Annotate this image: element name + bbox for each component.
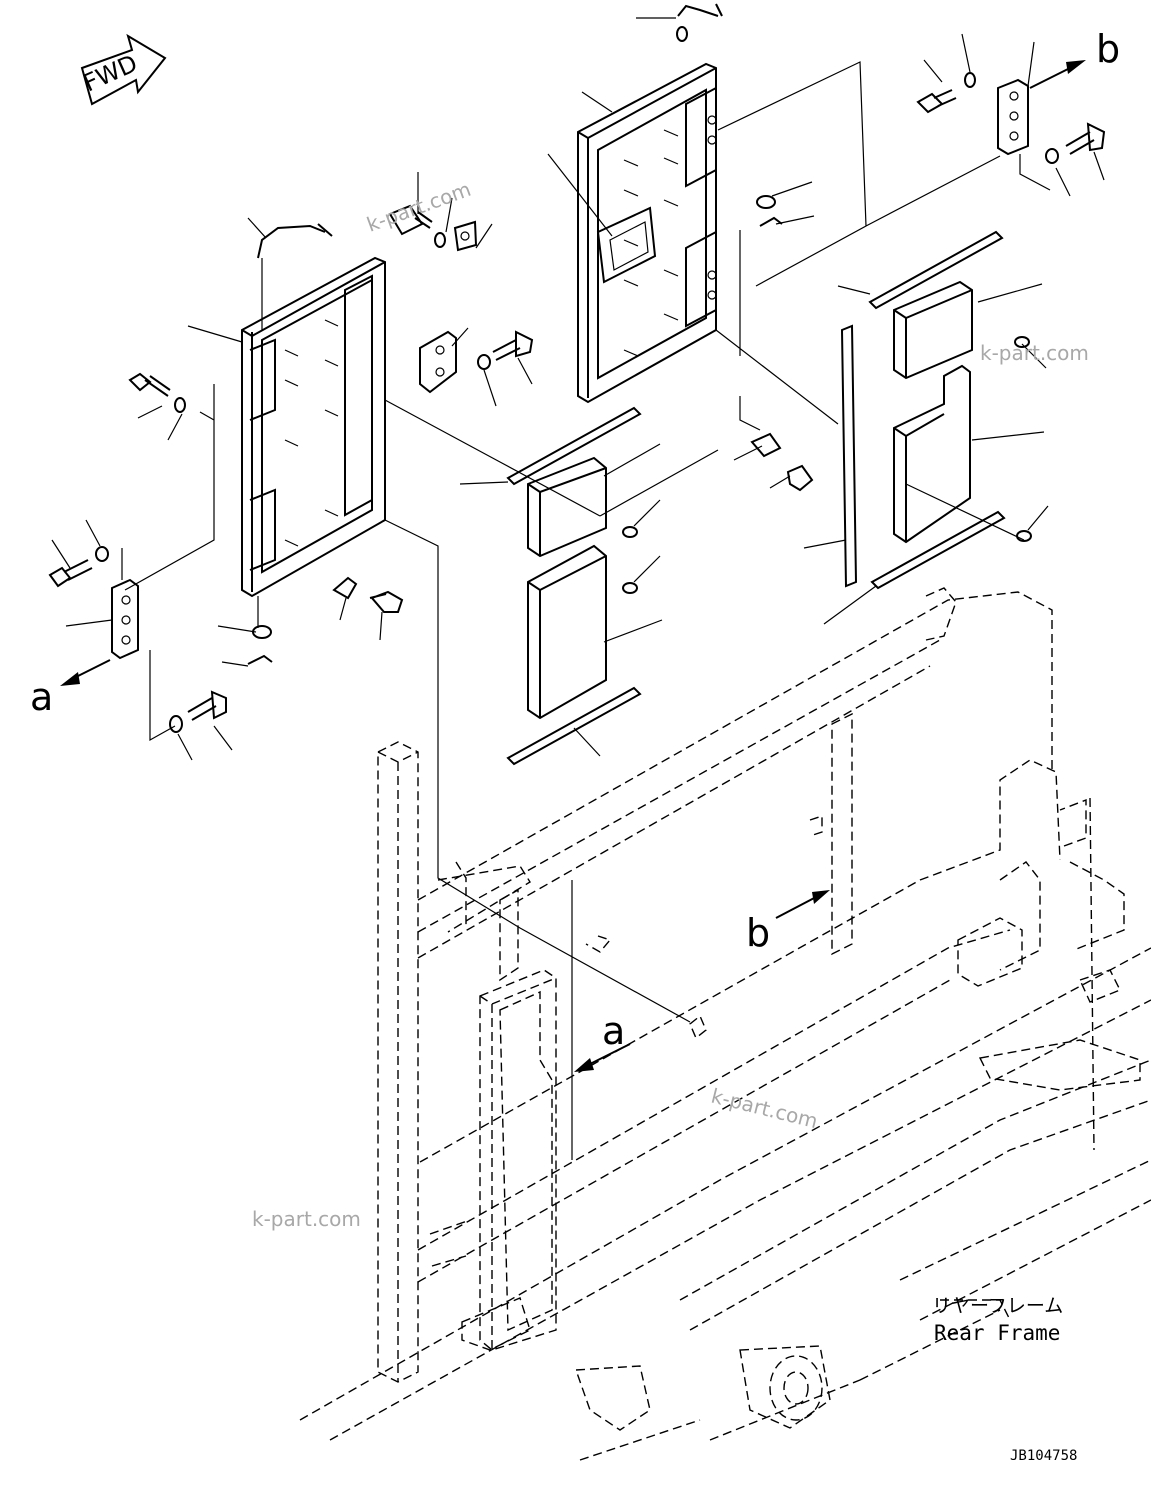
rear-frame-label-en: Rear Frame [934, 1321, 1060, 1345]
latch-left [247, 576, 404, 665]
lock-rod-right [676, 3, 723, 42]
leader-lines [51, 17, 1105, 1160]
grommet-4 [1016, 530, 1032, 542]
grommet-1 [622, 526, 638, 538]
view-arrow-a-frame: a [574, 1009, 631, 1072]
right-hinge-plate [916, 72, 1106, 164]
view-arrow-b-frame: b [746, 890, 830, 955]
seal-strip-right-bottom [870, 510, 1006, 590]
seal-strip-center-top [506, 406, 642, 486]
seal-strip-right-top [868, 230, 1004, 310]
latch-right [750, 195, 814, 492]
callout-a-top: a [30, 675, 53, 719]
bolt-left-upper [128, 372, 186, 413]
grommet-3 [1014, 336, 1030, 348]
bolt-left-mid [48, 546, 109, 588]
callout-b-frame: b [746, 911, 770, 955]
view-arrow-a-top: a [30, 659, 111, 719]
watermark-4: k-part.com [252, 1207, 361, 1231]
drawing-number: JB104758 [1010, 1448, 1077, 1464]
watermark-3: k-part.com [709, 1084, 820, 1134]
foam-block-right-upper [893, 280, 973, 380]
foam-block-right-lower [893, 364, 971, 544]
rear-frame [299, 587, 1151, 1461]
rear-frame-label-jp: リヤーフレーム [932, 1295, 1063, 1317]
seal-strip-right-vertical [840, 324, 858, 588]
view-arrow-b-top: b [1029, 27, 1120, 89]
bolt-left-lower [169, 690, 227, 733]
callout-b-top: b [1096, 27, 1120, 71]
top-right-panel [577, 62, 717, 404]
left-side-panel [241, 256, 386, 598]
lock-rod-left [257, 223, 333, 259]
left-hinge-plate [111, 578, 139, 660]
foam-block-center-upper [527, 456, 607, 558]
grommet-2 [622, 582, 638, 594]
hinge-bracket-upper [388, 204, 478, 252]
fwd-arrow: FWD [79, 33, 167, 106]
watermark-2: k-part.com [980, 341, 1089, 365]
seal-strip-center-bottom [506, 686, 642, 766]
fwd-label: FWD [79, 49, 142, 97]
callout-a-frame: a [602, 1009, 625, 1053]
foam-block-center-lower [527, 544, 607, 720]
hinge-plate-middle [419, 330, 534, 394]
